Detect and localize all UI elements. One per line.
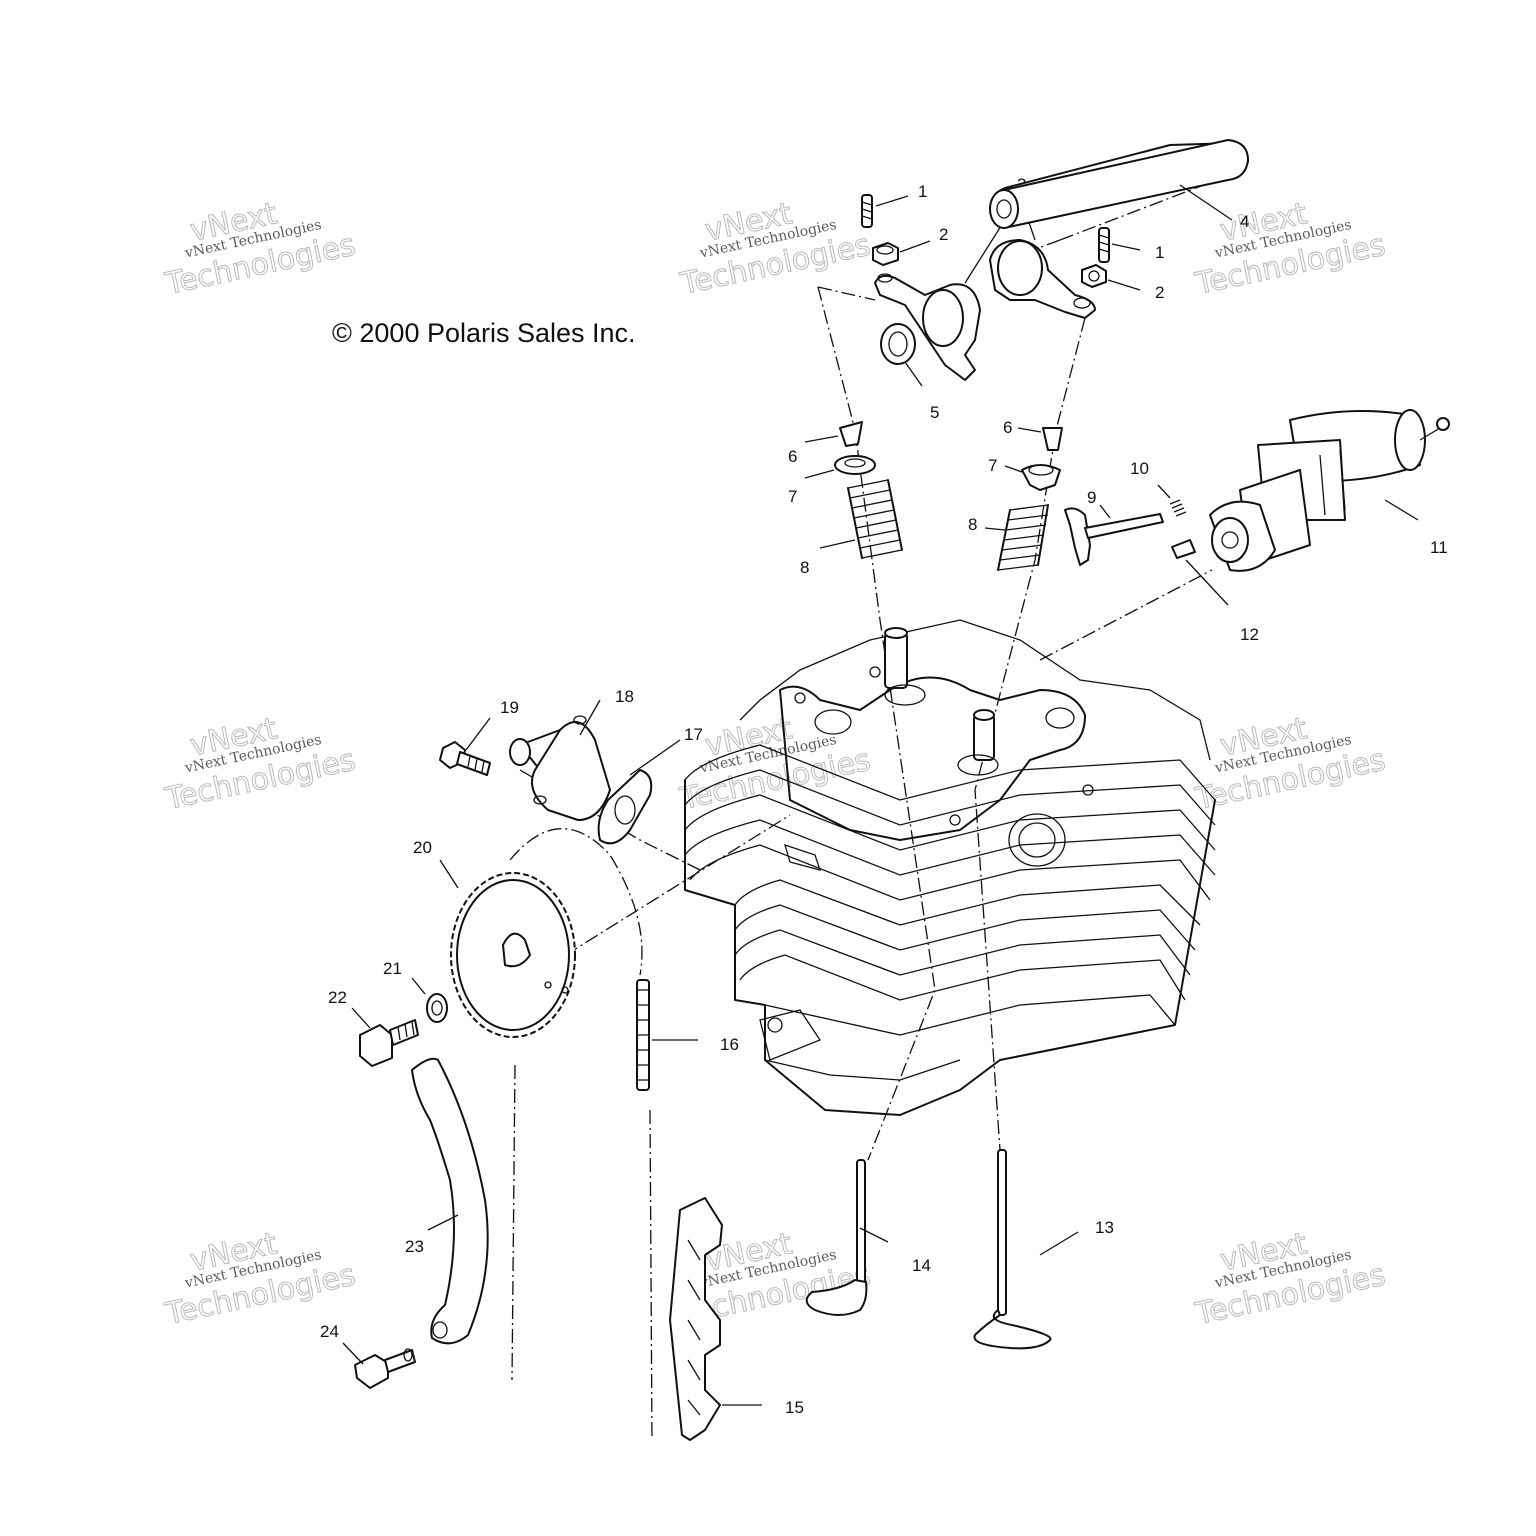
callout-23: 23 bbox=[405, 1237, 424, 1256]
callout-1-right: 1 bbox=[1155, 243, 1164, 262]
nut-2-right bbox=[1081, 264, 1141, 291]
copyright-notice: © 2000 Polaris Sales Inc. bbox=[332, 318, 636, 348]
valve-spring-left bbox=[819, 479, 903, 559]
callout-2-left: 2 bbox=[939, 225, 948, 244]
callout-11: 11 bbox=[1430, 538, 1448, 557]
callout-1-left: 1 bbox=[918, 182, 927, 201]
decompression-lever bbox=[1064, 504, 1164, 566]
callout-8-right: 8 bbox=[968, 515, 977, 534]
callout-14: 14 bbox=[912, 1256, 931, 1275]
callout-4: 4 bbox=[1240, 212, 1249, 231]
watermark-top-center: vNext vNext Technologies Technologies bbox=[676, 196, 874, 303]
callout-5: 5 bbox=[930, 403, 939, 422]
callout-17: 17 bbox=[684, 725, 703, 744]
spring-retainer-right bbox=[1004, 464, 1061, 491]
watermark-bottom-right: vNext vNext Technologies Technologies bbox=[1191, 1226, 1389, 1333]
tensioner-pivot-bolt bbox=[342, 1342, 416, 1389]
sprocket-bolt bbox=[351, 1007, 419, 1067]
callout-16: 16 bbox=[720, 1035, 739, 1054]
callout-18: 18 bbox=[615, 687, 634, 706]
watermark-top-left: vNext vNext Technologies Technologies bbox=[161, 196, 359, 303]
nut-2-left bbox=[872, 240, 931, 266]
callout-7-left: 7 bbox=[788, 487, 797, 506]
valve-14 bbox=[805, 1159, 889, 1316]
valve-keeper-left bbox=[804, 421, 863, 447]
watermark-top-right: vNext vNext Technologies Technologies bbox=[1191, 196, 1389, 303]
callout-13: 13 bbox=[1095, 1218, 1114, 1237]
callout-20: 20 bbox=[413, 838, 432, 857]
callout-8-left: 8 bbox=[800, 558, 809, 577]
valve-keeper-right bbox=[1017, 427, 1063, 451]
callout-12: 12 bbox=[1240, 625, 1259, 644]
stud-1-left bbox=[861, 194, 909, 228]
valve-spring-right bbox=[984, 504, 1049, 571]
sprocket-washer bbox=[411, 977, 448, 1023]
callout-7-right: 7 bbox=[988, 456, 997, 475]
callout-10: 10 bbox=[1130, 459, 1149, 478]
cam-chain-tensioner bbox=[509, 699, 611, 821]
callout-21: 21 bbox=[383, 959, 402, 978]
rocker-arm-right bbox=[989, 239, 1096, 319]
watermark-bottom-left: vNext vNext Technologies Technologies bbox=[161, 1226, 359, 1333]
callout-19: 19 bbox=[500, 698, 519, 717]
callout-6-right: 6 bbox=[1003, 418, 1012, 437]
assembly-centerlines bbox=[509, 174, 1231, 1441]
cam-chain bbox=[636, 979, 698, 1091]
tensioner-gasket bbox=[597, 739, 681, 845]
chain-guide bbox=[669, 1197, 762, 1441]
tensioner-blade bbox=[411, 1057, 489, 1345]
callout-6-left: 6 bbox=[788, 447, 797, 466]
camshaft bbox=[1209, 409, 1450, 572]
tensioner-bolt bbox=[439, 717, 491, 776]
callout-15: 15 bbox=[785, 1398, 804, 1417]
valve-13 bbox=[973, 1149, 1079, 1350]
callout-22: 22 bbox=[328, 988, 347, 1007]
rocker-shaft bbox=[989, 139, 1249, 229]
bushing-5 bbox=[880, 323, 923, 387]
callout-24: 24 bbox=[320, 1322, 339, 1341]
decompression-spring bbox=[1157, 484, 1187, 517]
callout-9: 9 bbox=[1087, 488, 1096, 507]
cam-sprocket bbox=[439, 859, 576, 1038]
rocker-arm-left bbox=[874, 273, 981, 381]
callout-2-right: 2 bbox=[1155, 283, 1164, 302]
watermark-middle-right: vNext vNext Technologies Technologies bbox=[1191, 711, 1389, 818]
spring-retainer-left bbox=[804, 455, 876, 479]
dowel-pin bbox=[1171, 539, 1229, 606]
stud-1-right bbox=[1098, 227, 1141, 263]
watermark-middle-left: vNext vNext Technologies Technologies bbox=[161, 711, 359, 818]
cylinder-head bbox=[684, 619, 1216, 1116]
